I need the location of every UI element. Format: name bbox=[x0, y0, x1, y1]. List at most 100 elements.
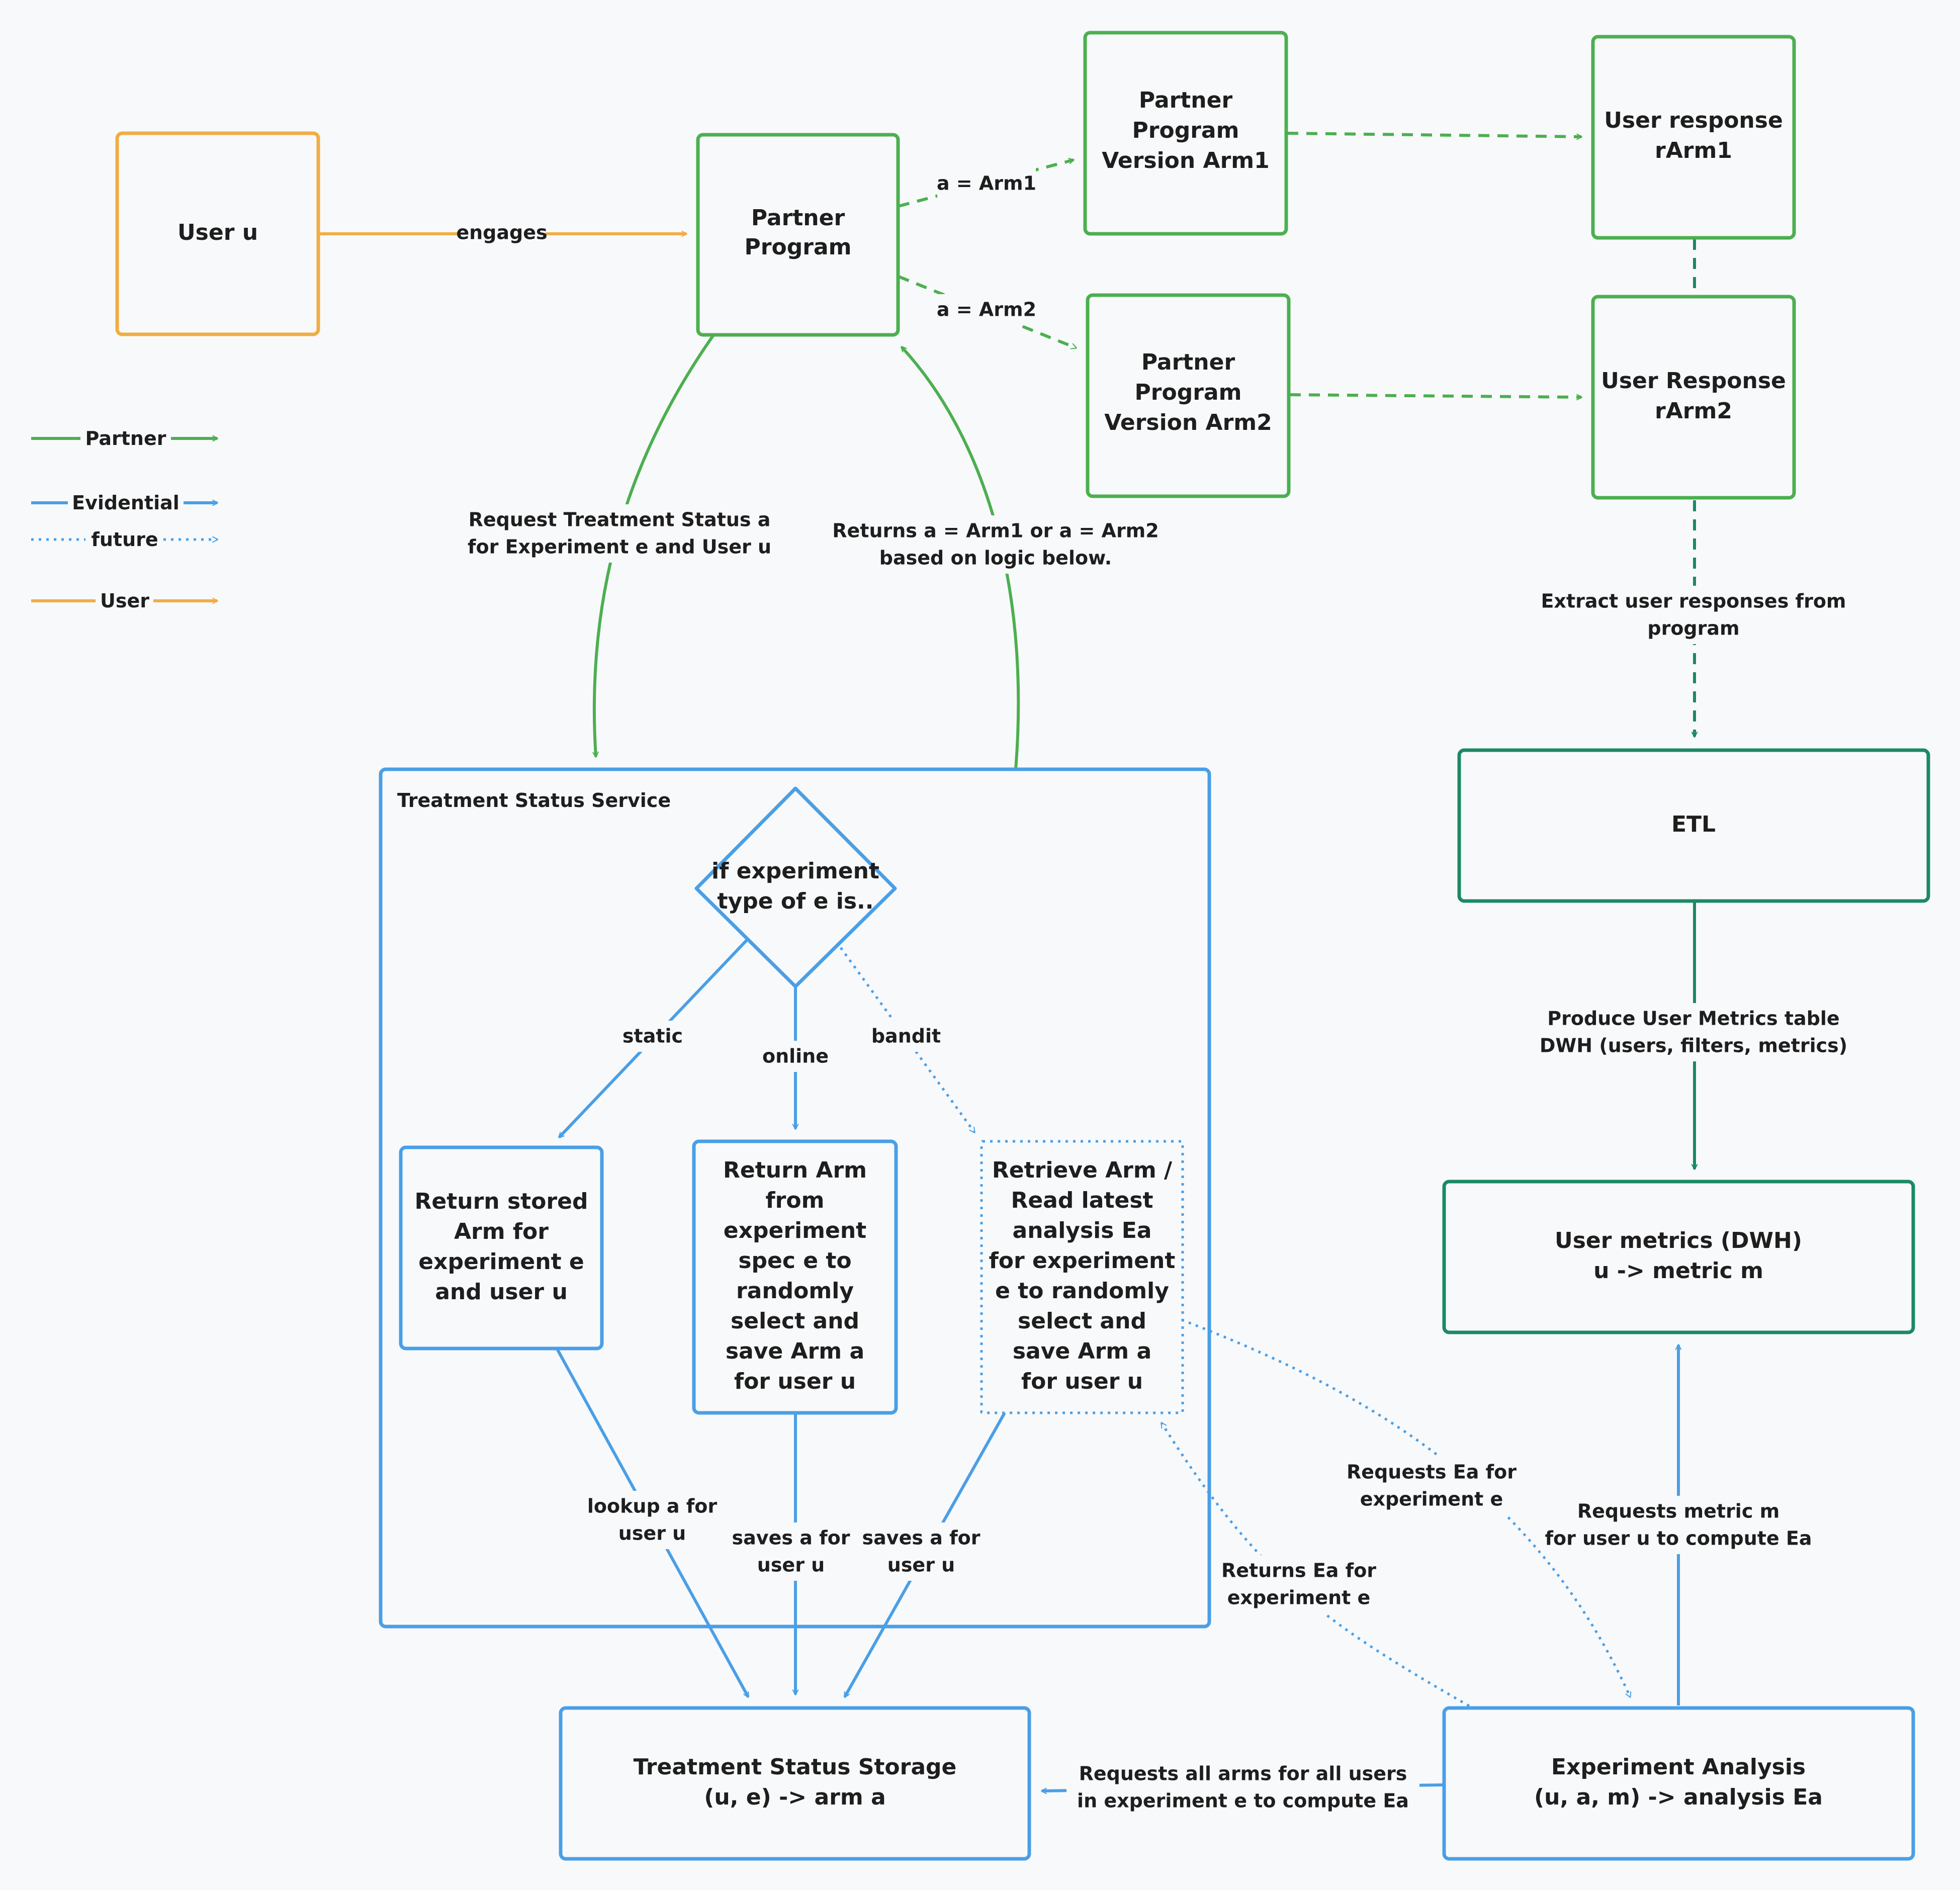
node-analysis-box[interactable] bbox=[1442, 1706, 1915, 1861]
node-storage-label: Treatment Status Storage(u, e) -> arm a bbox=[634, 1754, 957, 1810]
node-partner-program-box[interactable] bbox=[696, 133, 900, 337]
node-response-arm2-label-line: User Response bbox=[1601, 368, 1786, 394]
node-version-arm2-box[interactable] bbox=[1086, 293, 1291, 498]
node-response-arm2-label-line: rArm2 bbox=[1655, 398, 1732, 424]
edge-returns-ea-label-background bbox=[1216, 1555, 1381, 1613]
node-storage-box[interactable] bbox=[559, 1706, 1031, 1861]
edge-arm2-label: a = Arm2 bbox=[937, 294, 1036, 325]
edge-lookup-label-line: lookup a for bbox=[587, 1495, 718, 1517]
node-version-arm2-label-line: Version Arm2 bbox=[1104, 410, 1272, 435]
node-static-label-line: experiment e bbox=[418, 1249, 584, 1275]
edge-bandit-label-line: bandit bbox=[871, 1025, 941, 1047]
edge-static-label: static bbox=[614, 1021, 691, 1052]
node-online-label-line: save Arm a bbox=[726, 1338, 864, 1364]
edge-request-status-label-background bbox=[465, 504, 774, 563]
node-online-box[interactable] bbox=[692, 1139, 898, 1415]
edge-saves-online-label-background bbox=[725, 1522, 857, 1581]
edge-static-label-background bbox=[614, 1021, 691, 1052]
node-version-arm1-label-line: Version Arm1 bbox=[1102, 148, 1270, 173]
edge-requests-ea bbox=[1181, 1318, 1630, 1697]
node-bandit-label-line: Retrieve Arm / bbox=[992, 1157, 1173, 1183]
edge-request-status-label-line: Request Treatment Status a bbox=[469, 509, 771, 531]
node-online-label-line: randomly bbox=[736, 1278, 854, 1304]
node-response-arm1-box[interactable] bbox=[1591, 35, 1796, 240]
legend-future-label: future bbox=[91, 528, 158, 551]
node-partner-program-label-line: Partner bbox=[751, 205, 845, 231]
node-etl-label: ETL bbox=[1671, 812, 1716, 837]
edge-requests-ea-label-line: Requests Ea for bbox=[1347, 1461, 1517, 1483]
node-response-arm1-label-line: User response bbox=[1604, 108, 1783, 133]
edge-lookup-label-line: user u bbox=[618, 1522, 686, 1545]
node-user-metrics-label-line: u -> metric m bbox=[1593, 1258, 1763, 1284]
node-user-box[interactable] bbox=[115, 131, 320, 336]
edge-returns-ea-label: Returns Ea for experiment e bbox=[1216, 1555, 1381, 1613]
node-version-arm1-label-line: Program bbox=[1132, 118, 1239, 143]
node-bandit-box[interactable] bbox=[980, 1140, 1184, 1414]
node-decision-label-line: type of e is.. bbox=[718, 888, 874, 914]
edge-online-label-background bbox=[757, 1041, 834, 1072]
edge-arm2-label-background bbox=[937, 294, 1036, 325]
edge-produce-label-line: Produce User Metrics table bbox=[1547, 1008, 1839, 1030]
node-user-label: User u bbox=[177, 220, 258, 245]
edge-produce-label-line: DWH (users, filters, metrics) bbox=[1540, 1035, 1847, 1057]
edge-saves-bandit-label-line: saves a for bbox=[862, 1527, 981, 1549]
edge-extract-label-line: Extract user responses from bbox=[1541, 590, 1846, 612]
node-static-label-line: and user u bbox=[435, 1279, 568, 1305]
edge-lookup-label-background bbox=[581, 1491, 724, 1549]
treatment-status-service bbox=[379, 767, 1211, 1629]
node-version-arm2-label-line: Program bbox=[1135, 380, 1242, 405]
edge-requests-ea-label: Requests Ea for experiment e bbox=[1344, 1457, 1520, 1515]
node-version-arm1-box[interactable] bbox=[1083, 31, 1288, 236]
node-user-metrics-box[interactable] bbox=[1442, 1180, 1915, 1334]
edge-requests-ea-label-line: experiment e bbox=[1360, 1488, 1503, 1510]
edge-bandit-label-background bbox=[868, 1021, 944, 1052]
edge-arm1-label-line: a = Arm1 bbox=[937, 172, 1036, 195]
edge-requests-arms-label-line: Requests all arms for all users bbox=[1079, 1763, 1407, 1785]
edge-static-label-line: static bbox=[622, 1025, 683, 1047]
node-bandit-label-line: select and bbox=[1018, 1308, 1146, 1334]
edge-arm2-label-line: a = Arm2 bbox=[937, 299, 1036, 321]
node-partner-program-label-line: Program bbox=[745, 234, 852, 260]
edge-saves-online-label: saves a for user u bbox=[725, 1522, 857, 1581]
edge-saves-bandit-label-background bbox=[855, 1522, 987, 1581]
edge-saves-online-label-line: user u bbox=[757, 1554, 825, 1576]
edge-online-label-line: online bbox=[762, 1045, 829, 1067]
node-static-box[interactable] bbox=[399, 1145, 604, 1351]
node-etl-box[interactable] bbox=[1457, 748, 1930, 903]
edge-requests-arms-label-line: in experiment e to compute Ea bbox=[1077, 1790, 1409, 1812]
edge-produce-label-background bbox=[1528, 1003, 1859, 1061]
node-online-label-line: Return Arm bbox=[723, 1157, 867, 1183]
node-analysis-label-line: Experiment Analysis bbox=[1551, 1754, 1806, 1780]
node-static-label-line: Return stored bbox=[415, 1189, 588, 1214]
edge-bandit-label: bandit bbox=[868, 1021, 944, 1052]
edge-returns-ea-label-line: experiment e bbox=[1227, 1587, 1371, 1609]
node-version-arm2-label-line: Partner bbox=[1141, 349, 1235, 375]
edge-arm1-label: a = Arm1 bbox=[937, 168, 1036, 199]
node-response-arm2-box[interactable] bbox=[1591, 295, 1796, 500]
edge-returns-arm-label-background bbox=[836, 515, 1155, 574]
node-analysis-label: Experiment Analysis(u, a, m) -> analysis… bbox=[1534, 1754, 1823, 1810]
node-decision-diamond[interactable] bbox=[694, 786, 897, 988]
node-etl-label-line: ETL bbox=[1671, 812, 1716, 837]
node-online-label-line: for user u bbox=[734, 1369, 856, 1394]
node-bandit-label-line: for user u bbox=[1021, 1369, 1143, 1394]
edge-arm1-label-background bbox=[937, 168, 1036, 199]
node-response-arm2-label: User Response rArm2 bbox=[1601, 368, 1786, 424]
edge-engages-label-line: engages bbox=[456, 222, 547, 244]
edge-saves-online-label-line: saves a for bbox=[732, 1527, 850, 1549]
treatment-service-title: Treatment Status Service bbox=[397, 789, 671, 812]
node-bandit-label-line: save Arm a bbox=[1013, 1338, 1151, 1364]
legend-user-label: User bbox=[100, 590, 149, 612]
edge-returns-ea-label-line: Returns Ea for bbox=[1221, 1560, 1376, 1582]
edge-requests-metric-label-line: Requests metric m bbox=[1577, 1500, 1779, 1522]
edge-response-arm2 bbox=[1289, 393, 1581, 397]
